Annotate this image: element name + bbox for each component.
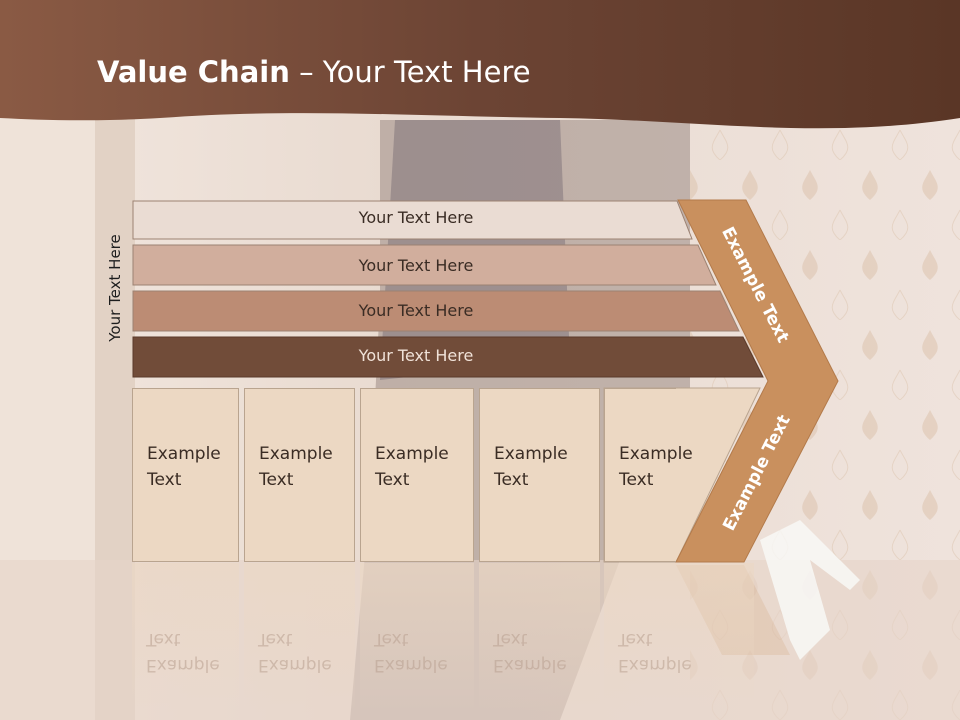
activity-line1: Example (375, 444, 449, 464)
activity-line1: Example (147, 444, 221, 464)
support-row-3 (132, 290, 740, 332)
activity-line2: Text (619, 470, 654, 490)
support-row-label-3: Your Text Here (358, 301, 474, 320)
support-row-1 (132, 200, 693, 240)
activity-line2: Text (494, 470, 529, 490)
support-row-label-1: Your Text Here (358, 208, 474, 227)
activity-line2: Text (147, 470, 182, 490)
activity-line1: Example (259, 444, 333, 464)
support-row-label-2: Your Text Here (358, 256, 474, 275)
support-row-label-4: Your Text Here (358, 346, 474, 365)
margin-chevron (675, 199, 839, 563)
activity-line2: Text (259, 470, 294, 490)
activity-line1: Example (494, 444, 568, 464)
title-rest: – Your Text Here (289, 55, 531, 89)
activity-line2: Text (375, 470, 410, 490)
support-row-2 (132, 244, 717, 286)
page-title: Value Chain – Your Text Here (97, 55, 531, 89)
activity-line1: Example (619, 444, 693, 464)
title-bold: Value Chain (97, 55, 290, 89)
support-row-4 (132, 336, 764, 378)
